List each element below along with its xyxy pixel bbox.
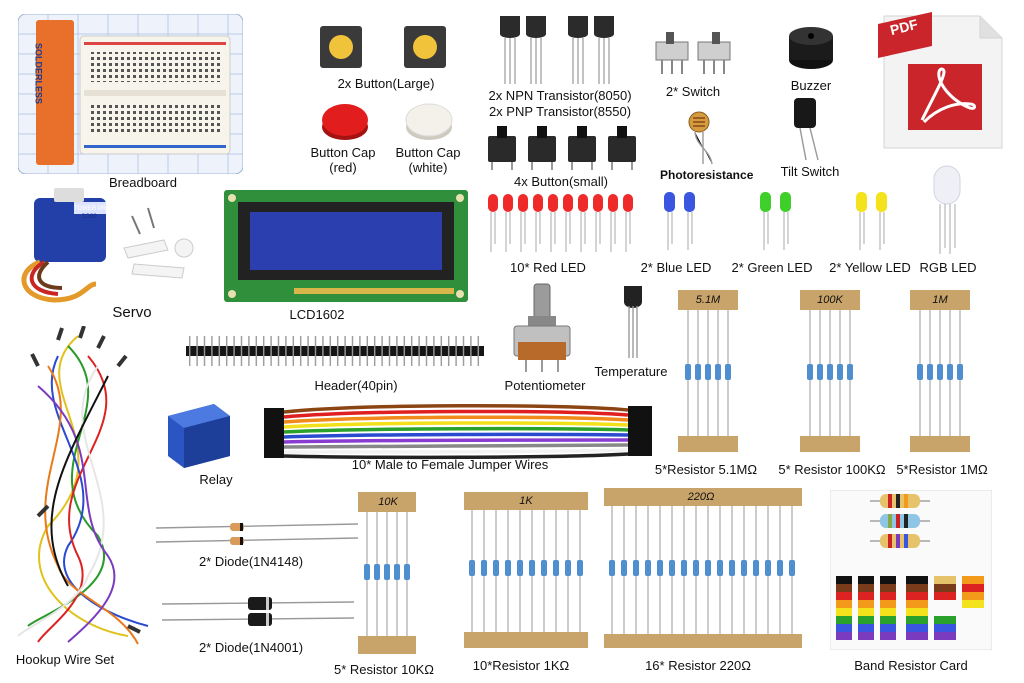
breadboard-label: Breadboard (109, 175, 177, 190)
tilt-switch-label: Tilt Switch (780, 164, 840, 179)
green-led-label: 2* Green LED (731, 260, 813, 275)
switches-image (654, 30, 734, 76)
red-button-cap-image (320, 100, 370, 142)
resistors-1m-image (906, 290, 974, 456)
diode-1n4148-image (154, 520, 360, 550)
yellow-led-label: 2* Yellow LED (829, 260, 911, 275)
red-cap-label: Button Cap (red) (310, 145, 376, 175)
buzzer-image (786, 22, 836, 72)
servo-label: Servo (112, 304, 152, 321)
servo-model-text: SG90 (81, 214, 97, 220)
white-button-cap-image (404, 100, 454, 142)
photoresistor-image (684, 110, 724, 166)
photoresistance-label: Photoresistance (660, 168, 754, 182)
resistor-220-label: 16* Resistor 220Ω (645, 658, 751, 673)
small-buttons-label: 4x Button(small) (514, 174, 608, 189)
resistors-100k-image (796, 290, 864, 456)
diode-1n4148-label: 2* Diode(1N4148) (198, 554, 304, 569)
blue-leds-image (660, 190, 700, 252)
temperature-label: Temperature (594, 364, 668, 379)
rgb-led-label: RGB LED (919, 260, 977, 275)
npn-label: 2x NPN Transistor(8050) (488, 88, 632, 103)
tape-1m-text: 1M (932, 294, 948, 306)
rgb-led-image (928, 164, 968, 256)
pdf-icon[interactable] (878, 12, 1008, 152)
resistors-51m-image (674, 290, 742, 456)
white-cap-label: Button Cap (white) (395, 145, 461, 175)
resistors-220-image (602, 488, 804, 654)
blue-led-label: 2* Blue LED (640, 260, 712, 275)
red-leds-image (484, 192, 640, 254)
header-label: Header(40pin) (314, 378, 398, 393)
resistors-1k-image (462, 492, 590, 654)
resistors-10k-image (356, 492, 420, 658)
jumper-wires-image (262, 402, 654, 460)
small-buttons-image (484, 124, 640, 172)
resistor-100k-label: 5* Resistor 100KΩ (778, 462, 886, 477)
relay-image (162, 402, 234, 470)
large-buttons-label: 2x Button(Large) (337, 76, 435, 91)
tape-220-text: 220Ω (687, 491, 715, 503)
switch-label: 2* Switch (665, 84, 721, 99)
resistor-10k-label: 5* Resistor 10KΩ (333, 662, 435, 677)
diode-1n4001-image (160, 594, 356, 628)
tape-51m-text: 5.1M (695, 294, 721, 306)
resistor-1m-label: 5*Resistor 1MΩ (896, 462, 988, 477)
temperature-sensor-image (620, 282, 650, 360)
header-pins-image (186, 334, 486, 370)
breadboard-image (18, 14, 243, 174)
potentiometer-label: Potentiometer (504, 378, 586, 393)
transistors-image (496, 16, 620, 86)
diode-1n4001-label: 2* Diode(1N4001) (198, 640, 304, 655)
relay-label: Relay (199, 472, 233, 487)
pnp-label: 2x PNP Transistor(8550) (488, 104, 632, 119)
tape-10k-text: 10K (378, 496, 398, 508)
breadboard-brand-text: SOLDERLESS (33, 42, 44, 104)
tape-1k-text: 1K (519, 495, 533, 507)
lcd-image (224, 190, 468, 302)
servo-brand-text: TOWER PRO (74, 206, 111, 212)
servo-image (14, 188, 204, 310)
jumper-wires-label: 10* Male to Female Jumper Wires (351, 457, 549, 472)
resistor-1k-label: 10*Resistor 1KΩ (472, 658, 570, 673)
buzzer-label: Buzzer (790, 78, 832, 93)
hookup-wire-set-image (8, 326, 158, 648)
yellow-leds-image (852, 190, 892, 252)
potentiometer-image (508, 282, 578, 374)
green-leds-image (756, 190, 796, 252)
band-resistor-card-label: Band Resistor Card (854, 658, 968, 673)
tilt-switch-image (790, 96, 830, 162)
band-resistor-card-image (830, 490, 992, 650)
large-buttons-image (318, 24, 450, 72)
red-led-label: 10* Red LED (510, 260, 586, 275)
hookup-wire-label: Hookup Wire Set (15, 652, 115, 667)
lcd-label: LCD1602 (289, 307, 345, 322)
resistor-51m-label: 5*Resistor 5.1MΩ (654, 462, 758, 477)
tape-100k-text: 100K (817, 294, 843, 306)
